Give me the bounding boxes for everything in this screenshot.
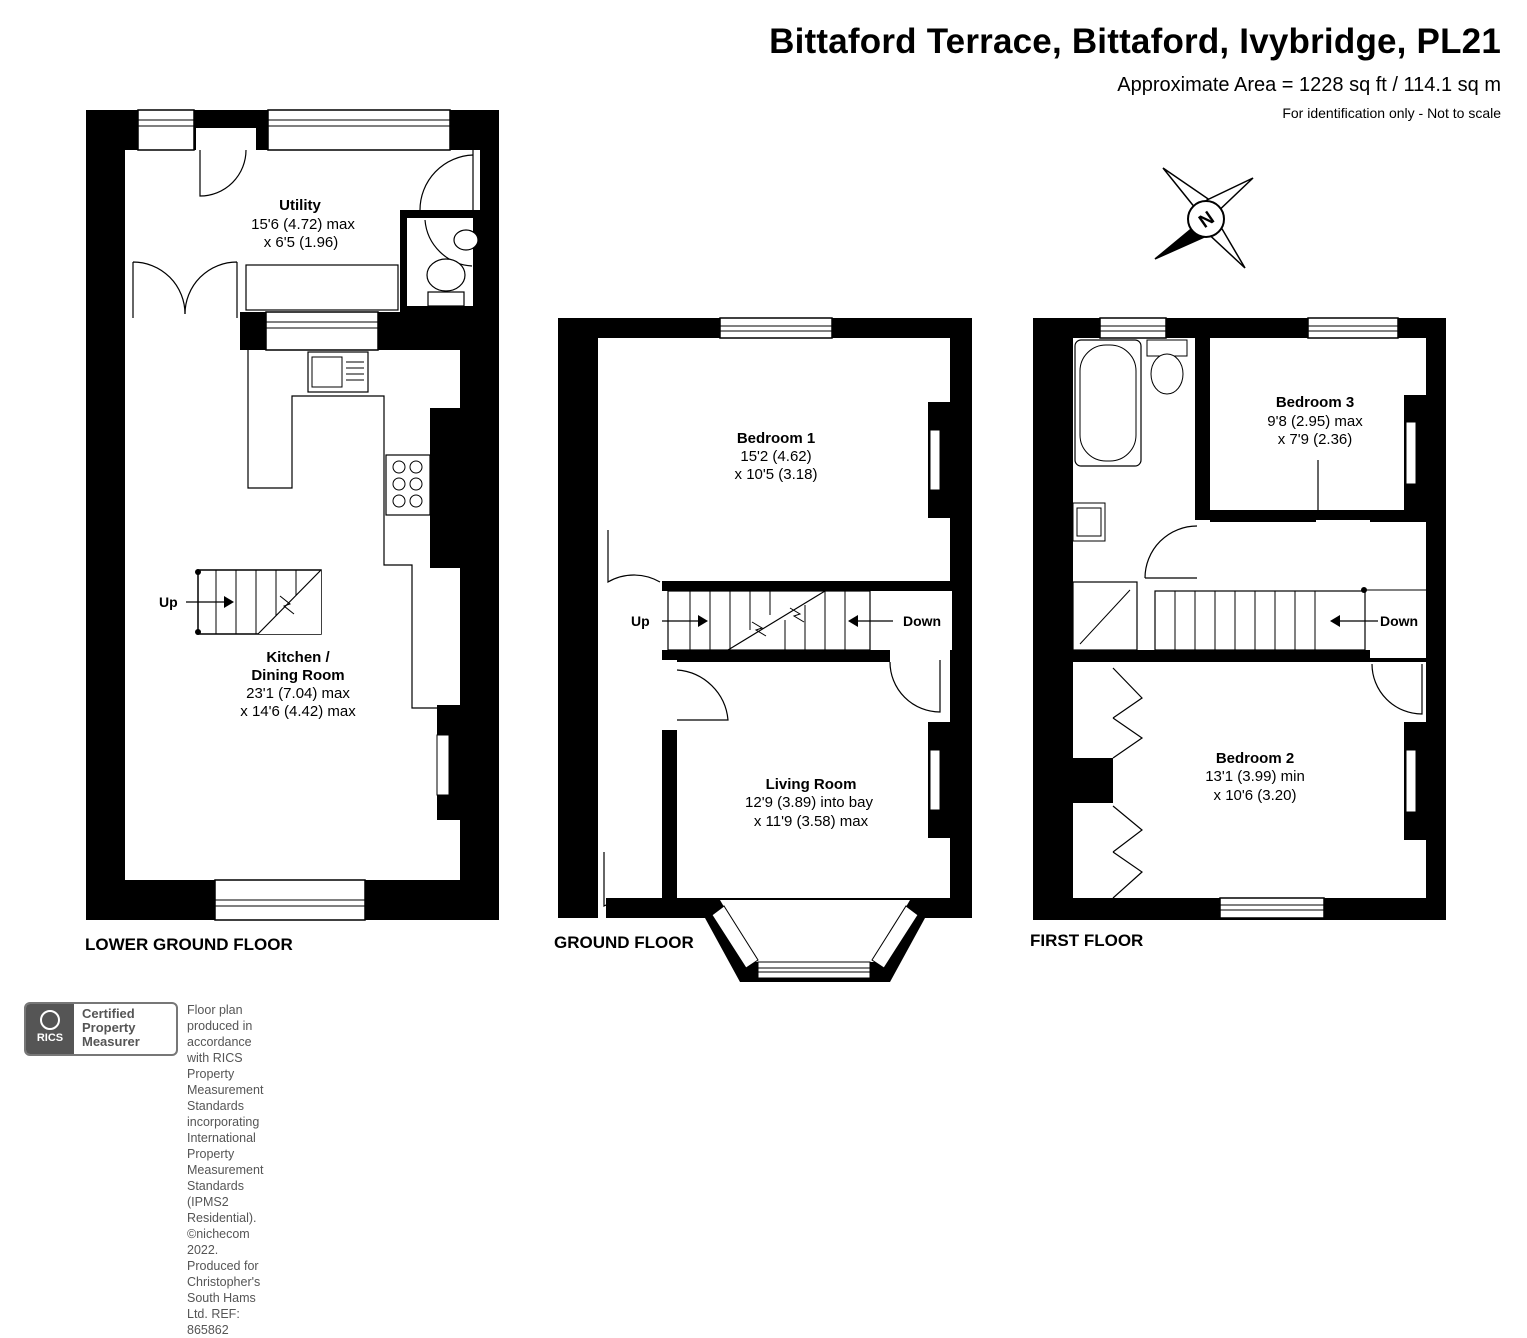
cert-line: Certified: [82, 1006, 135, 1021]
living-room-dim2: x 11'9 (3.58) max: [754, 813, 869, 830]
bedroom2-name: Bedroom 2: [1216, 750, 1294, 767]
cert-line: Property: [82, 1020, 136, 1035]
bedroom3-name: Bedroom 3: [1276, 394, 1354, 411]
bedroom1-dim2: x 10'5 (3.18): [735, 466, 818, 483]
bedroom2-dim2: x 10'6 (3.20): [1214, 787, 1297, 804]
approximate-area: Approximate Area = 1228 sq ft / 114.1 sq…: [1117, 74, 1501, 96]
rics-logo: RICS: [26, 1004, 74, 1054]
first-floor-label: FIRST FLOOR: [1030, 931, 1143, 950]
first-down-label: Down: [1380, 613, 1418, 629]
ground-down-label: Down: [903, 613, 941, 629]
kitchen-room-dim1: 23'1 (7.04) max: [246, 685, 350, 702]
rics-globe-icon: [40, 1010, 60, 1030]
dining-room-name: Dining Room: [251, 667, 344, 684]
cert-line: Measurer: [82, 1034, 140, 1049]
ground-floor-plan: Bedroom 1 15'2 (4.62) x 10'5 (3.18) Livi…: [554, 317, 972, 982]
bedroom2-dim1: 13'1 (3.99) min: [1205, 768, 1305, 785]
living-room-dim1: 12'9 (3.89) into bay: [745, 794, 873, 811]
footer-notes: Floor plan produced in accordance with R…: [187, 1002, 263, 1338]
footer-note-line: International Property Measurement Stand…: [187, 1131, 264, 1257]
ground-floor-label: GROUND FLOOR: [554, 933, 694, 952]
first-floor-plan: Bedroom 3 9'8 (2.95) max x 7'9 (2.36) Be…: [1030, 317, 1446, 950]
identification-note: For identification only - Not to scale: [1282, 105, 1501, 121]
ground-up-label: Up: [631, 613, 650, 629]
utility-room-name: Utility: [279, 197, 321, 214]
utility-room-dim2: x 6'5 (1.96): [264, 234, 339, 251]
bedroom3-dim2: x 7'9 (2.36): [1278, 431, 1353, 448]
bedroom1-name: Bedroom 1: [737, 430, 815, 447]
lower-ground-floor-plan: Utility 15'6 (4.72) max x 6'5 (1.96) Kit…: [85, 109, 499, 954]
page-title: Bittaford Terrace, Bittaford, Ivybridge,…: [769, 22, 1501, 61]
footer-note-line: Produced for Christopher's South Hams Lt…: [187, 1259, 261, 1337]
floor-plan-drawing: N: [85, 109, 1446, 982]
lower-ground-floor-label: LOWER GROUND FLOOR: [85, 935, 293, 954]
bedroom3-dim1: 9'8 (2.95) max: [1267, 413, 1363, 430]
rics-logo-text: RICS: [36, 1032, 64, 1044]
living-room-name: Living Room: [766, 776, 857, 793]
lower-ground-up-label: Up: [159, 594, 178, 610]
utility-room-dim1: 15'6 (4.72) max: [251, 216, 355, 233]
kitchen-room-dim2: x 14'6 (4.42) max: [240, 703, 356, 720]
compass-icon: N: [1154, 167, 1254, 269]
certified-property-measurer-text: Certified Property Measurer: [82, 1007, 140, 1049]
kitchen-room-name: Kitchen /: [266, 649, 330, 666]
footer-note-line: Floor plan produced in accordance with R…: [187, 1003, 264, 1129]
bedroom1-dim1: 15'2 (4.62): [740, 448, 811, 465]
rics-certified-badge: RICS Certified Property Measurer: [24, 1002, 178, 1056]
